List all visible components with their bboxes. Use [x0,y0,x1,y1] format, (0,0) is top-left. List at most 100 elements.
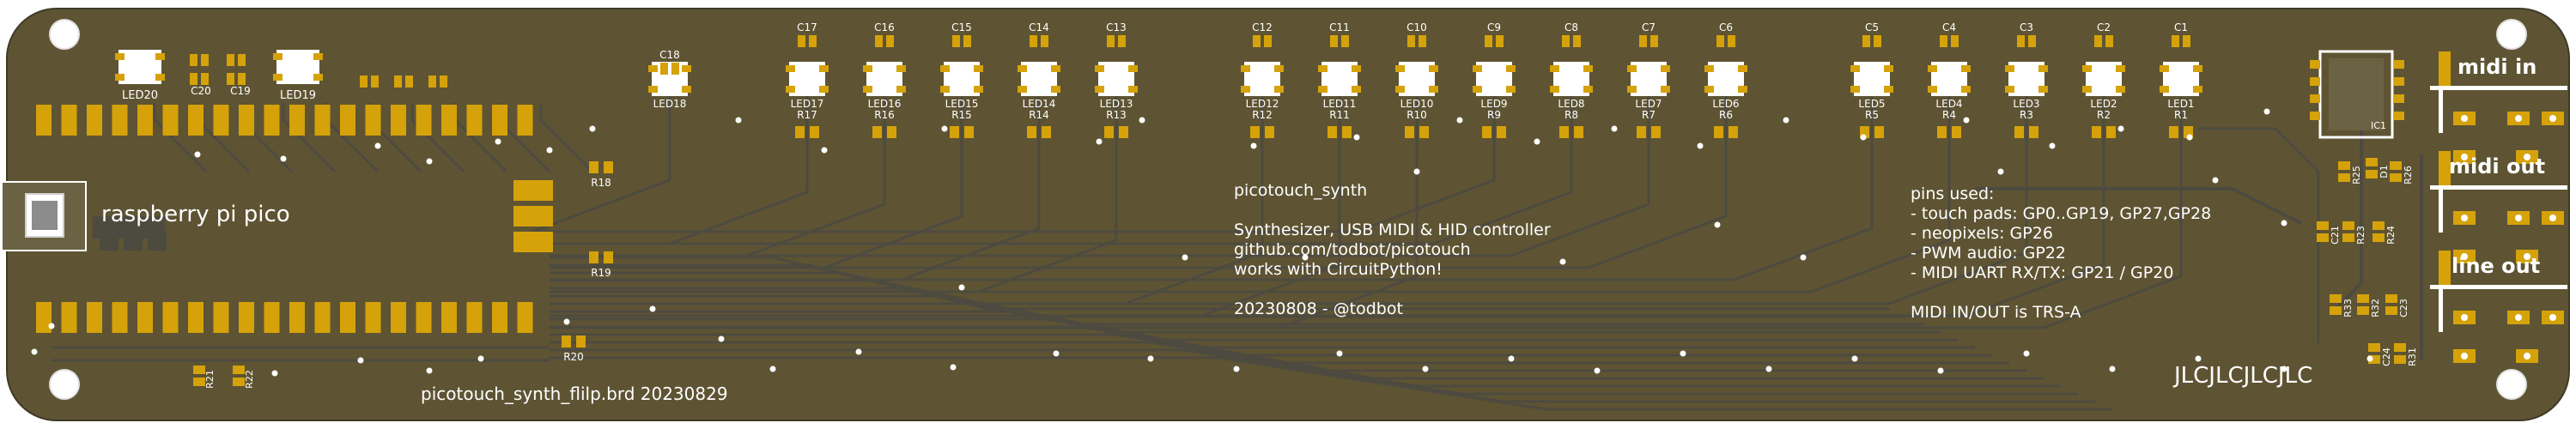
led-led5 [1850,62,1893,96]
resistor [2317,221,2329,242]
pico-header-pin [188,105,204,136]
resistor [589,161,613,173]
cap-pad [201,73,209,85]
via [1963,117,1970,124]
led-label: LED3 [2013,98,2039,110]
led-led13 [1095,62,1138,96]
led-pad [896,65,906,72]
res-pad [1559,126,1569,138]
resistor [2372,221,2385,242]
led-label: LED15 [945,98,979,110]
led-pad [863,65,872,72]
res-pad [1937,126,1947,138]
res-pad [2372,221,2385,230]
cap-pad [371,76,379,88]
resistor [1104,126,1128,138]
capacitor [1940,35,1959,47]
via [2109,366,2116,372]
via [1422,366,1429,372]
jack-hole [2515,115,2522,122]
cap-pad [1639,35,1647,47]
via [426,367,433,374]
led-pad [819,86,829,93]
jack-hole [2461,253,2468,260]
res-pad [1042,126,1051,138]
resistor [1714,126,1738,138]
res-label: R16 [874,109,895,121]
pins-line: - neopixels: GP26 [1911,224,2053,243]
capacitor [360,76,379,88]
led-pad [819,65,829,72]
via [48,323,55,329]
via [1147,355,1154,362]
res-pad [2330,306,2342,315]
pico-header-pin [162,105,179,136]
via [1302,254,1309,261]
resistor [2342,221,2354,242]
led-pad [1051,86,1060,93]
capacitor [190,54,209,66]
res-label: R19 [591,267,611,279]
capacitor [1107,35,1126,47]
via [1559,258,1566,265]
cap-pad [1330,35,1338,47]
res-pad [2394,343,2406,352]
resistor [589,251,613,263]
res-label: R22 [244,370,255,389]
res-pad [1482,126,1492,138]
res-pad [1874,126,1884,138]
via [2195,355,2202,362]
res-pad [2394,355,2406,364]
led-pad [2160,65,2169,72]
pico-header-pin [340,105,355,136]
capacitor [1030,35,1048,47]
via [271,370,278,377]
module-label: raspberry pi pico [101,202,290,227]
cap-pad [1041,35,1048,47]
ic1-pad [2310,77,2320,86]
via [1139,117,1145,124]
res-label: R5 [1865,109,1879,121]
led-pad [682,86,691,93]
pico-module [36,105,533,333]
jack-silk [2430,86,2567,90]
trace [550,94,1650,257]
res-pad [1728,126,1738,138]
led-pad [940,86,950,93]
via [495,138,501,145]
led-led10 [1395,62,1438,96]
part-label: R26 [2403,166,2414,184]
trace [539,103,594,173]
cap-pad [2172,35,2179,47]
cap-pad [394,76,402,88]
pico-header-pin [340,302,355,333]
led-pad [1473,65,1482,72]
led-pad [940,65,950,72]
res-pad [872,126,882,138]
via [821,147,828,154]
capacitor [2017,35,2036,47]
cap-label: C20 [191,85,211,97]
led-led18 [648,62,691,96]
via [769,366,776,372]
led-pad [2005,65,2014,72]
via [546,147,553,154]
cap-pad [227,54,234,66]
info-line: Synthesizer, USB MIDI & HID controller [1234,221,1551,239]
res-pad [1327,126,1337,138]
via [1182,254,1188,261]
led-pad [648,65,658,72]
pico-header-pin [517,302,533,333]
trace [550,94,1874,281]
jack-hole [2461,353,2468,360]
cap-label: C13 [1106,21,1127,33]
capacitor [660,63,679,75]
cap-pad [1496,35,1504,47]
led-pad [273,74,283,81]
res-pad [2357,294,2369,303]
cap-pad [238,73,246,85]
cap-pad [1118,35,1126,47]
res-pad [2029,126,2038,138]
res-label: R20 [563,351,584,363]
